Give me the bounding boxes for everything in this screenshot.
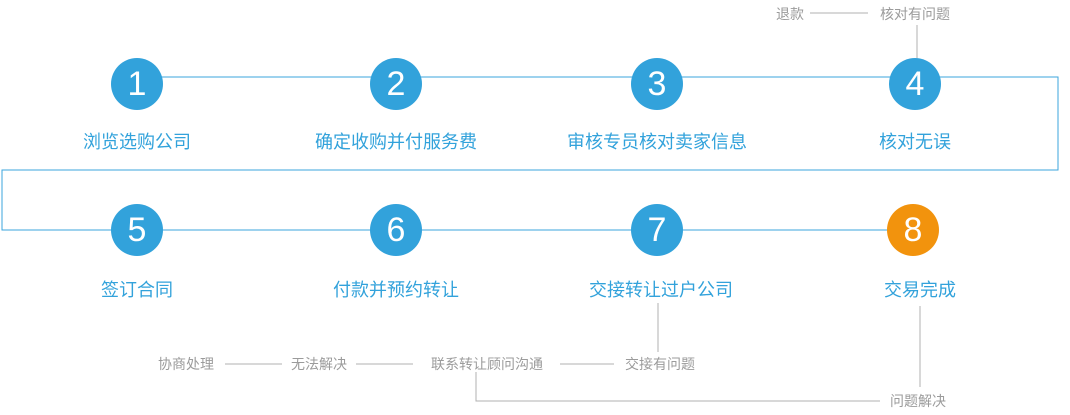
- step-label-3: 审核专员核对卖家信息: [567, 132, 747, 152]
- step-label-7: 交接转让过户公司: [589, 280, 733, 300]
- step-circle-6: 6: [370, 204, 422, 256]
- step-label-6: 付款并预约转让: [333, 280, 459, 300]
- step-circle-3: 3: [631, 58, 683, 110]
- annotation-contact-consultant: 联系转让顾问沟通: [431, 356, 543, 372]
- step-circle-5: 5: [111, 204, 163, 256]
- annotation-handover-problem: 交接有问题: [625, 356, 695, 372]
- step-circle-8: 8: [887, 204, 939, 256]
- annotation-negotiate: 协商处理: [158, 356, 214, 372]
- annotation-problem-resolved: 问题解决: [890, 393, 946, 409]
- step-circle-1: 1: [111, 58, 163, 110]
- step-circle-4: 4: [889, 58, 941, 110]
- step-label-5: 签订合同: [101, 280, 173, 300]
- annotation-cannot-resolve: 无法解决: [291, 356, 347, 372]
- step-label-1: 浏览选购公司: [83, 132, 191, 152]
- step-label-2: 确定收购并付服务费: [315, 132, 477, 152]
- step-circle-7: 7: [631, 204, 683, 256]
- step-label-4: 核对无误: [879, 132, 951, 152]
- step-circle-2: 2: [370, 58, 422, 110]
- annotation-refund: 退款: [776, 6, 804, 22]
- annotation-check-problem: 核对有问题: [880, 6, 950, 22]
- problem-resolved-return-line: [475, 372, 880, 402]
- step-label-8: 交易完成: [884, 280, 956, 300]
